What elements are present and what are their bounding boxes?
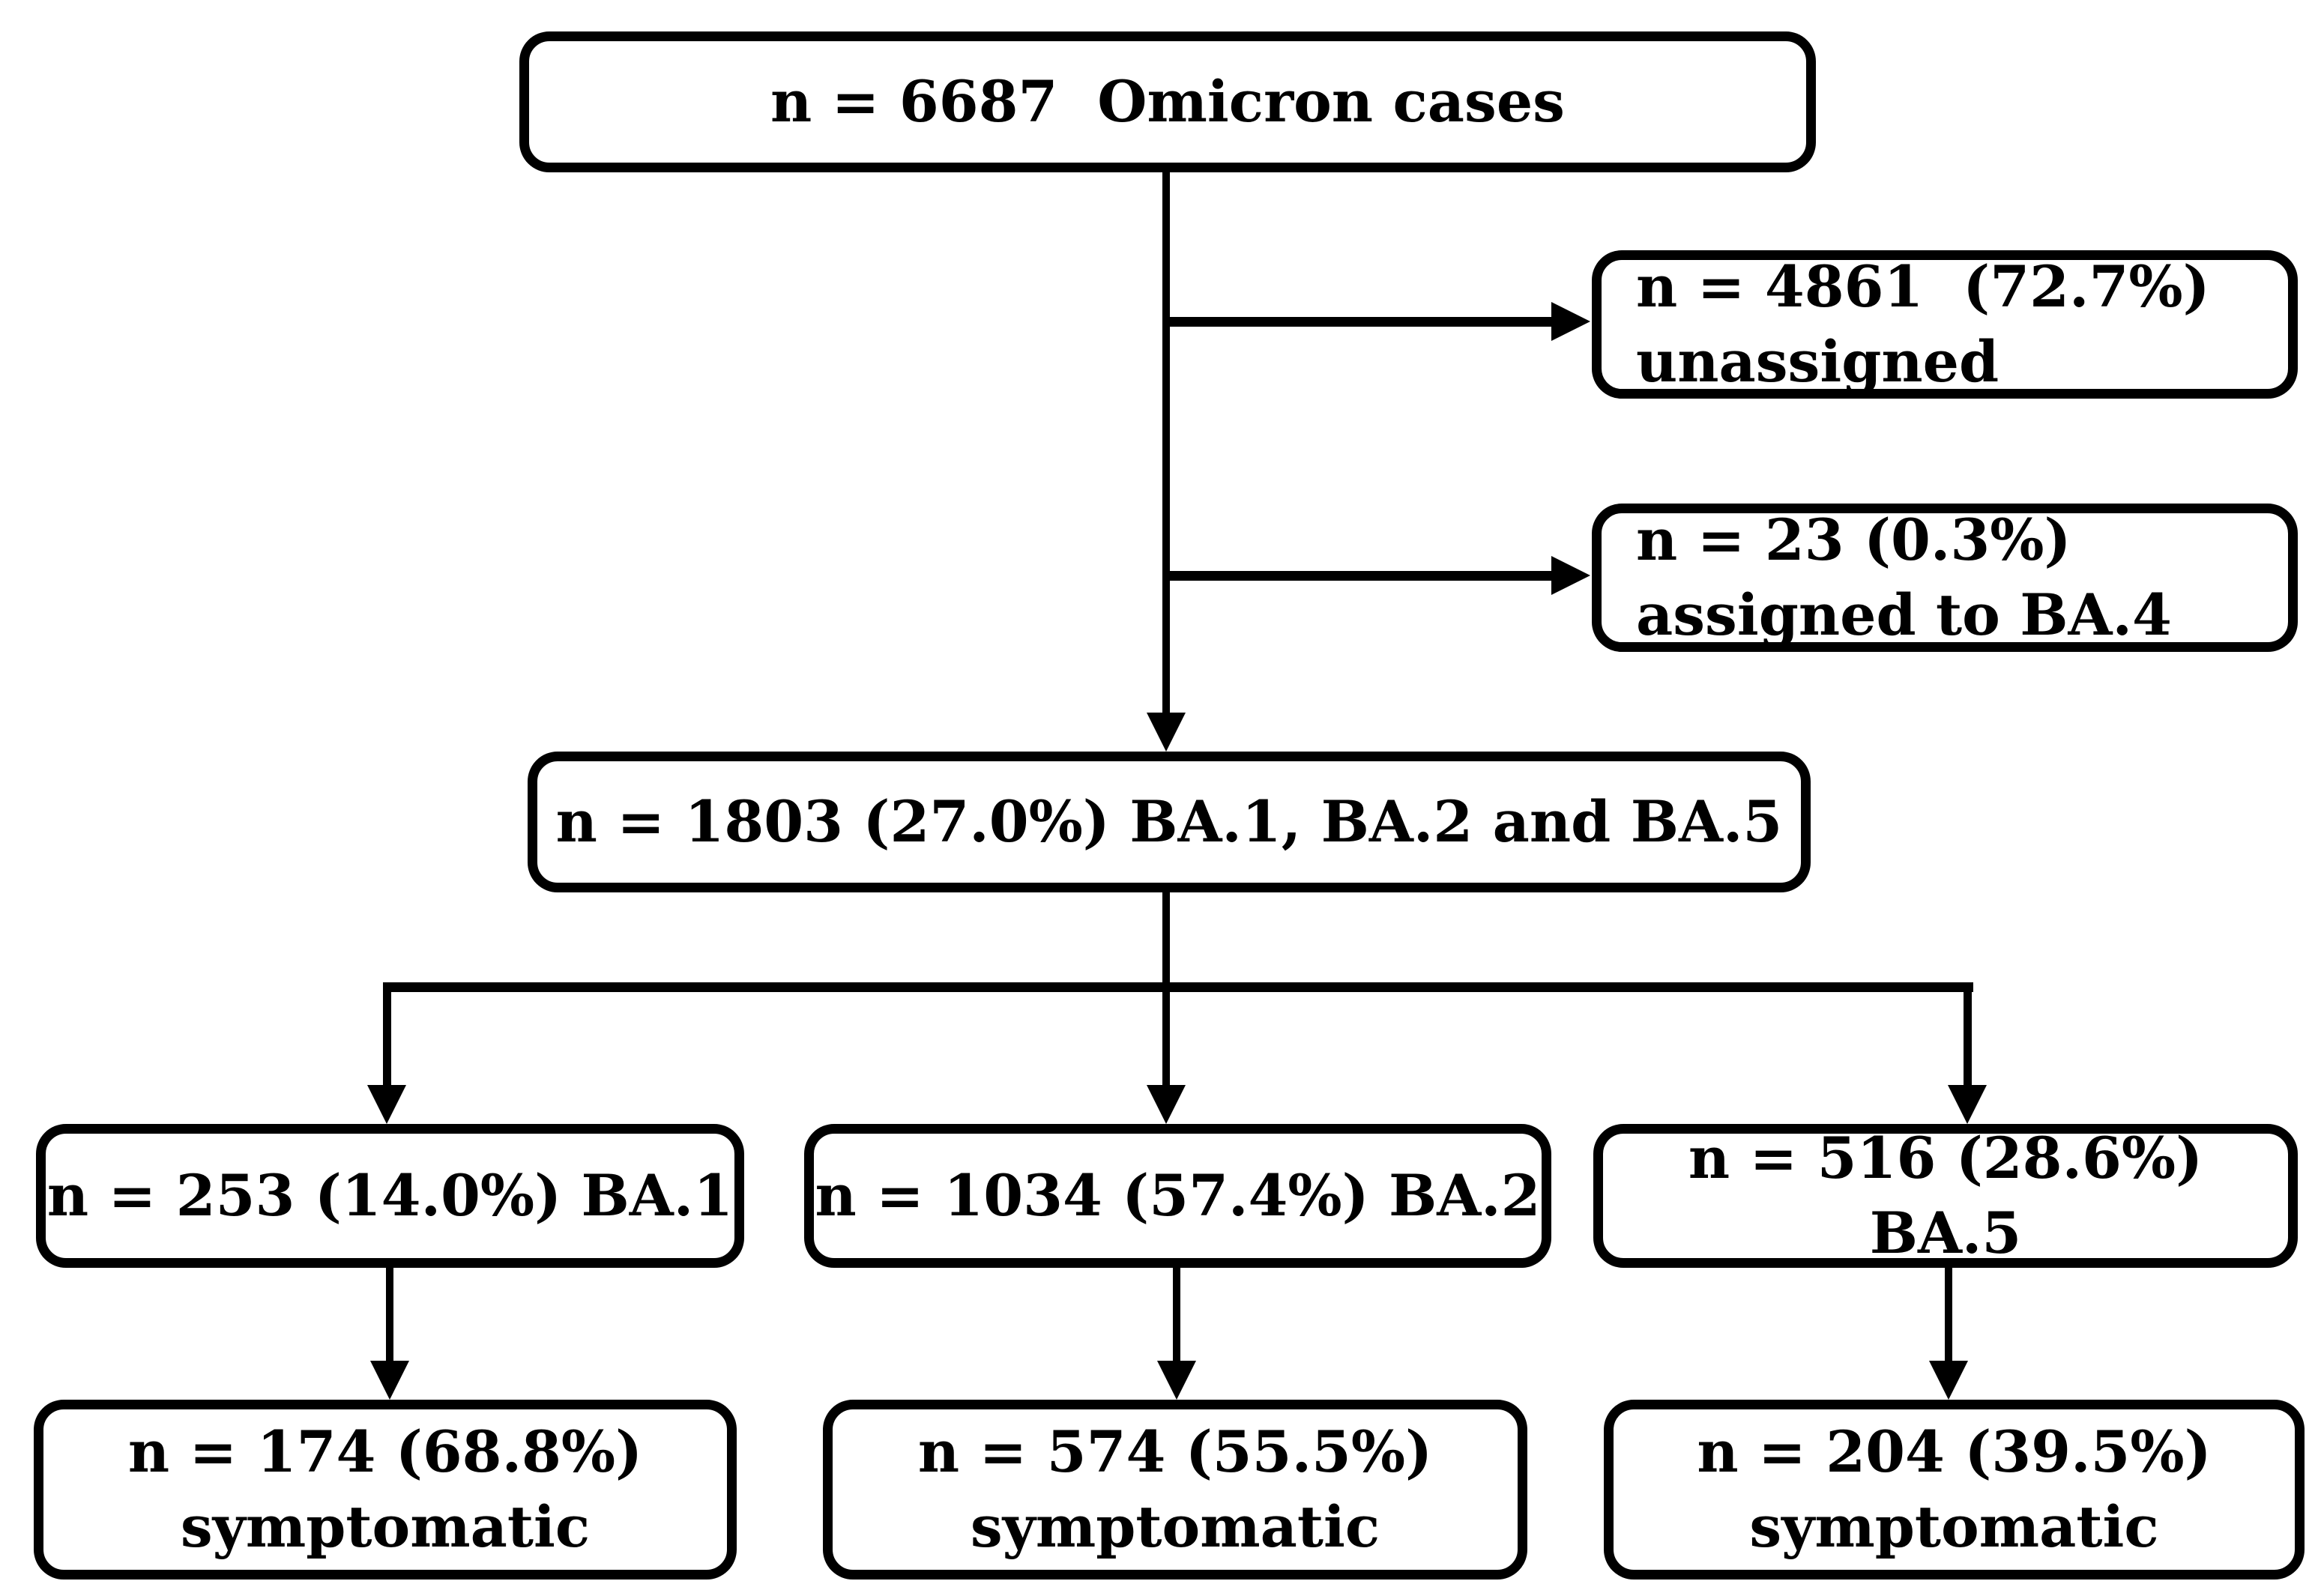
arrowhead-into-ba2-symptomatic (1157, 1361, 1196, 1400)
arrowhead-into-ba5 (1948, 1085, 1987, 1124)
connector-ba1-symptomatic (386, 1266, 393, 1364)
node-unassigned: n = 4861 (72.7%) unassigned (1592, 250, 2298, 399)
node-ba5-symptomatic-line1: n = 204 (39.5%) (1697, 1418, 2212, 1485)
node-ba1-symptomatic: n = 174 (68.8%) symptomatic (34, 1400, 737, 1580)
node-ba2-label: n = 1034 (57.4%) BA.2 (815, 1161, 1541, 1229)
connector-ba2-symptomatic (1173, 1266, 1180, 1364)
arrowhead-into-unassigned (1551, 302, 1590, 341)
node-assigned-ba4: n = 23 (0.3%) assigned to BA.4 (1592, 504, 2298, 652)
connector-drop-ba1 (383, 982, 391, 1087)
node-ba2-symptomatic-line2: symptomatic (970, 1493, 1380, 1560)
node-ba5-label: n = 516 (28.6%) BA.5 (1688, 1124, 2223, 1266)
node-ba2-symptomatic: n = 574 (55.5%) symptomatic (823, 1400, 1527, 1580)
connector-included-stem (1162, 888, 1170, 987)
node-ba5-symptomatic-line2: symptomatic (1749, 1493, 2159, 1560)
node-unassigned-label-line2: unassigned (1636, 328, 1999, 395)
connector-main-vertical (1162, 171, 1170, 718)
arrowhead-into-ba4 (1551, 556, 1590, 595)
node-ba2-symptomatic-line1: n = 574 (55.5%) (917, 1418, 1433, 1485)
connector-ba5-symptomatic (1945, 1266, 1952, 1364)
node-ba1-symptomatic-line2: symptomatic (180, 1493, 591, 1560)
node-ba1-symptomatic-line1: n = 174 (68.8%) (127, 1418, 643, 1485)
node-included-label: n = 1803 (27.0%) BA.1, BA.2 and BA.5 (555, 788, 1783, 855)
arrowhead-into-ba1-symptomatic (370, 1361, 409, 1400)
node-unassigned-label-line1: n = 4861 (72.7%) (1636, 253, 2210, 320)
connector-drop-ba2 (1162, 992, 1170, 1087)
node-assigned-ba4-label-line2: assigned to BA.4 (1636, 581, 2172, 648)
node-ba2: n = 1034 (57.4%) BA.2 (804, 1124, 1551, 1268)
node-assigned-ba4-label-line1: n = 23 (0.3%) (1636, 506, 2071, 573)
connector-unassigned-branch (1162, 317, 1557, 327)
node-ba5: n = 516 (28.6%) BA.5 (1593, 1124, 2298, 1268)
arrowhead-into-ba2 (1147, 1085, 1186, 1124)
connector-drop-ba5 (1964, 982, 1972, 1087)
arrowhead-into-ba5-symptomatic (1929, 1361, 1968, 1400)
node-included-ba1-ba2-ba5: n = 1803 (27.0%) BA.1, BA.2 and BA.5 (528, 752, 1811, 892)
node-total-omicron-cases-label: n = 6687 Omicron cases (770, 67, 1565, 135)
arrowhead-into-ba1 (367, 1085, 406, 1124)
connector-distribution-bar (384, 982, 1973, 992)
connector-ba4-branch (1162, 571, 1557, 581)
arrowhead-into-included (1147, 713, 1186, 752)
node-ba1: n = 253 (14.0%) BA.1 (36, 1124, 744, 1268)
node-ba5-symptomatic: n = 204 (39.5%) symptomatic (1604, 1400, 2305, 1580)
node-total-omicron-cases: n = 6687 Omicron cases (519, 31, 1816, 172)
node-ba1-label: n = 253 (14.0%) BA.1 (46, 1161, 734, 1229)
